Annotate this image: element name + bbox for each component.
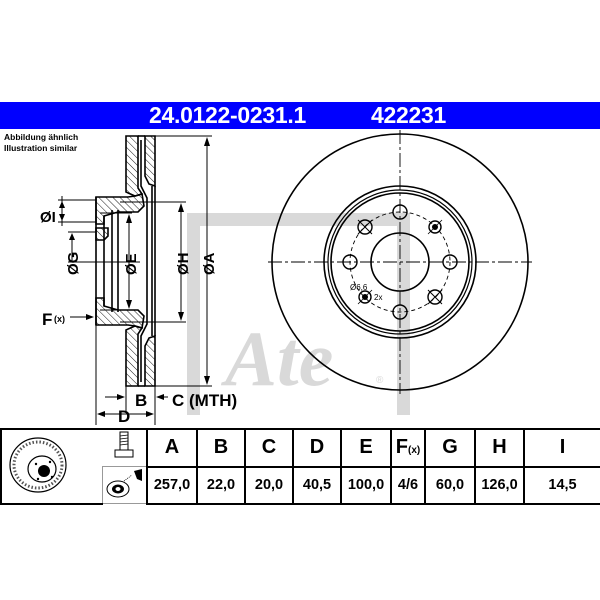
brake-disc-icon xyxy=(9,437,67,493)
value-i: 14,5 xyxy=(523,465,600,505)
hole-count-label: 2x xyxy=(374,293,382,302)
technical-drawing: Ate ® xyxy=(40,130,532,426)
value-a: 257,0 xyxy=(146,465,198,505)
bolt-icon xyxy=(114,431,134,458)
hole-diameter-label: Ø6,6 xyxy=(350,283,368,292)
spray-image-cell xyxy=(101,466,148,504)
column-header-i: I xyxy=(523,428,600,468)
value-h: 126,0 xyxy=(474,465,525,505)
dim-label-h: ØH xyxy=(175,253,192,276)
column-header-b: B xyxy=(196,428,246,468)
spec-header-row: A B C D E F(x) G H I xyxy=(0,428,600,505)
column-header-a: A xyxy=(146,428,198,468)
dim-label-d: D xyxy=(118,407,130,426)
value-g: 60,0 xyxy=(424,465,476,505)
column-header-e: E xyxy=(340,428,392,468)
dim-label-g: ØG xyxy=(65,252,82,275)
disc-cross-section xyxy=(95,135,156,387)
caption-line-english: Illustration similar xyxy=(4,143,78,153)
column-header-d: D xyxy=(292,428,342,468)
dim-label-f: F xyxy=(42,310,52,329)
hub-spray-icon xyxy=(106,469,143,498)
column-header-f: F(x) xyxy=(390,428,426,468)
value-e: 100,0 xyxy=(340,465,392,505)
column-header-c: C xyxy=(244,428,294,468)
watermark-registered: ® xyxy=(376,375,384,386)
dim-label-c: C (MTH) xyxy=(172,391,237,410)
value-d: 40,5 xyxy=(292,465,342,505)
spec-values-row: 257,0 22,0 20,0 40,5 100,0 4/6 60,0 126,… xyxy=(1,465,600,505)
dim-label-f-sub: (x) xyxy=(54,314,65,324)
illustration-caption: Abbildung ähnlich Illustration similar xyxy=(4,132,78,154)
column-header-h: H xyxy=(474,428,525,468)
part-number: 24.0122-0231.1 xyxy=(149,102,306,128)
value-f: 4/6 xyxy=(390,465,426,505)
bolt-image-cell xyxy=(102,428,148,467)
value-c: 20,0 xyxy=(244,465,294,505)
column-header-g: G xyxy=(424,428,476,468)
disc-front-view xyxy=(268,130,532,394)
dimension-arrows xyxy=(59,137,210,417)
disc-image-cell xyxy=(0,428,102,505)
reference-number: 422231 xyxy=(371,102,446,128)
spec-table: A B C D E F(x) G H I 257,0 22,0 20,0 40,… xyxy=(0,428,600,505)
caption-line-german: Abbildung ähnlich xyxy=(4,132,79,142)
ate-watermark: Ate ® xyxy=(187,213,410,415)
dim-label-b: B xyxy=(135,391,147,410)
header-bar: 24.0122-0231.1 422231 xyxy=(0,102,600,129)
watermark-brand: Ate xyxy=(220,315,333,402)
dim-label-e: ØE xyxy=(123,253,140,275)
dim-label-a: ØA xyxy=(201,252,218,275)
dim-label-i: ØI xyxy=(40,209,56,226)
value-b: 22,0 xyxy=(196,465,246,505)
